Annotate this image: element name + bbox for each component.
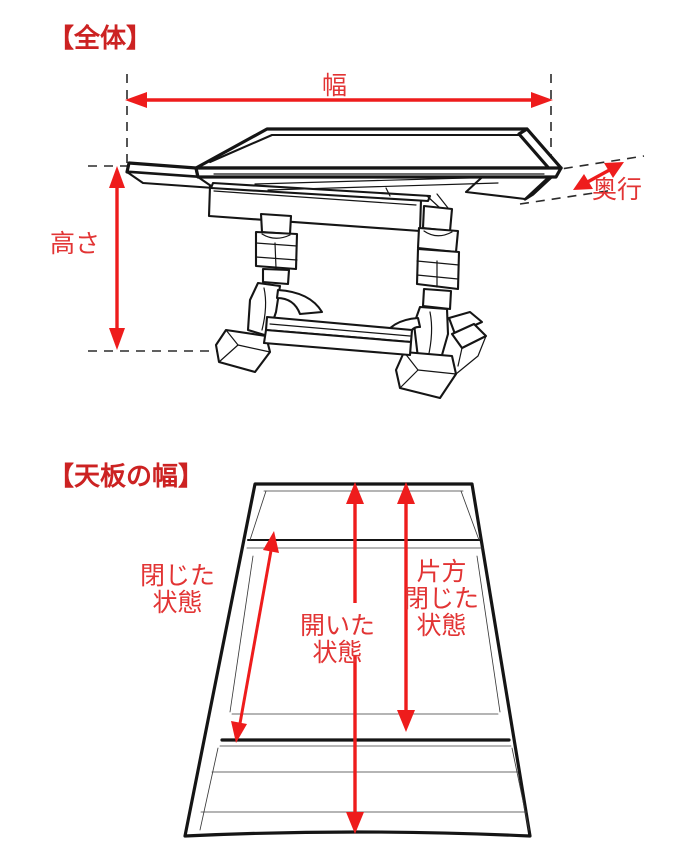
label-width: 幅: [322, 71, 348, 100]
dimension-arrows-tabletop: [231, 482, 415, 834]
left-bulb-ring-b: [255, 256, 298, 261]
tabletop-left-leaf-top: [127, 161, 198, 170]
apron-divider-tick: [385, 187, 391, 197]
tabletop-outline: [183, 482, 532, 838]
left-floor-shoe: [214, 328, 272, 374]
right-shoe-top-plate: [447, 310, 484, 336]
label-depth: 奥行: [592, 175, 643, 204]
left-bulb-vert: [274, 242, 277, 269]
apron-top-sliver: [209, 181, 432, 203]
left-pedestal-bulb: [254, 230, 299, 271]
left-shoe-top: [237, 344, 271, 353]
tabletop-bottom-left-stile: [199, 747, 219, 831]
dimension-arrows-overall: [109, 92, 624, 350]
tabletop-front-edge: [194, 166, 563, 179]
tabletop-main-right-stile: [476, 555, 501, 713]
label-half-closed-state-line1: 片方: [416, 557, 467, 586]
half-closed-state-arrow: [397, 482, 415, 732]
tabletop-main-left-stile: [229, 555, 254, 713]
tabletop-bottom-right-stile: [511, 747, 530, 831]
width-dimension-arrow: [125, 92, 553, 108]
left-foot-scroll-inner: [261, 287, 267, 331]
left-bulb-collar: [261, 233, 291, 239]
right-pedestal: [380, 193, 488, 400]
apron-right-sliver-b: [267, 182, 499, 191]
right-pedestal-stem: [421, 287, 453, 311]
label-half-closed-state: 片方 閉じた 状態: [404, 558, 479, 639]
stretcher-seam: [269, 323, 411, 337]
label-half-closed-state-line2: 閉じた: [404, 584, 480, 613]
apron-right-sliver-a: [254, 176, 503, 185]
label-closed-state-line2: 状態: [152, 588, 203, 617]
right-shoe-riser-edge: [457, 347, 463, 367]
tabletop-top-leaf-right-stile: [460, 490, 480, 541]
section-heading-overall: 【全体】: [48, 24, 153, 54]
left-bulb-ring-a: [255, 242, 298, 247]
label-closed-state-line1: 閉じた: [140, 561, 216, 590]
tabletop-plan-drawing: [183, 482, 532, 838]
table-stretcher-lower: [262, 328, 413, 357]
left-pedestal-stem: [261, 267, 291, 286]
label-height: 高さ: [50, 229, 101, 258]
tabletop-top-leaf-left-stile: [249, 490, 267, 541]
right-floor-shoe: [394, 350, 458, 400]
right-pedestal-bulb: [415, 247, 461, 291]
right-bulb-collar: [423, 230, 453, 237]
depth-dimension-arrow: [573, 162, 624, 190]
closed-state-arrow: [231, 531, 279, 743]
label-open-state: 開いた 状態: [300, 612, 375, 666]
right-shoe-top: [417, 369, 457, 375]
table-perspective-drawing: [125, 127, 563, 400]
right-shoe-riser-side: [455, 335, 487, 375]
label-open-state-line1: 開いた: [300, 611, 376, 640]
label-open-state-line2: 状態: [312, 638, 363, 667]
right-neck-tip-a: [426, 195, 441, 209]
left-pedestal-neck: [259, 212, 293, 236]
right-pedestal-neck: [421, 204, 454, 233]
right-bulb-ring-a: [416, 260, 460, 266]
left-pedestal: [214, 212, 324, 374]
label-half-closed-state-line3: 状態: [416, 611, 467, 640]
height-dimension-arrow: [109, 166, 125, 350]
open-state-arrow: [346, 482, 364, 834]
right-neck-tip-b: [436, 193, 449, 209]
apron-top-seam: [213, 190, 417, 206]
label-closed-state: 閉じた 状態: [140, 562, 215, 616]
section-heading-tabletop: 【天板の幅】: [48, 462, 205, 492]
left-foot-curve: [275, 288, 324, 316]
